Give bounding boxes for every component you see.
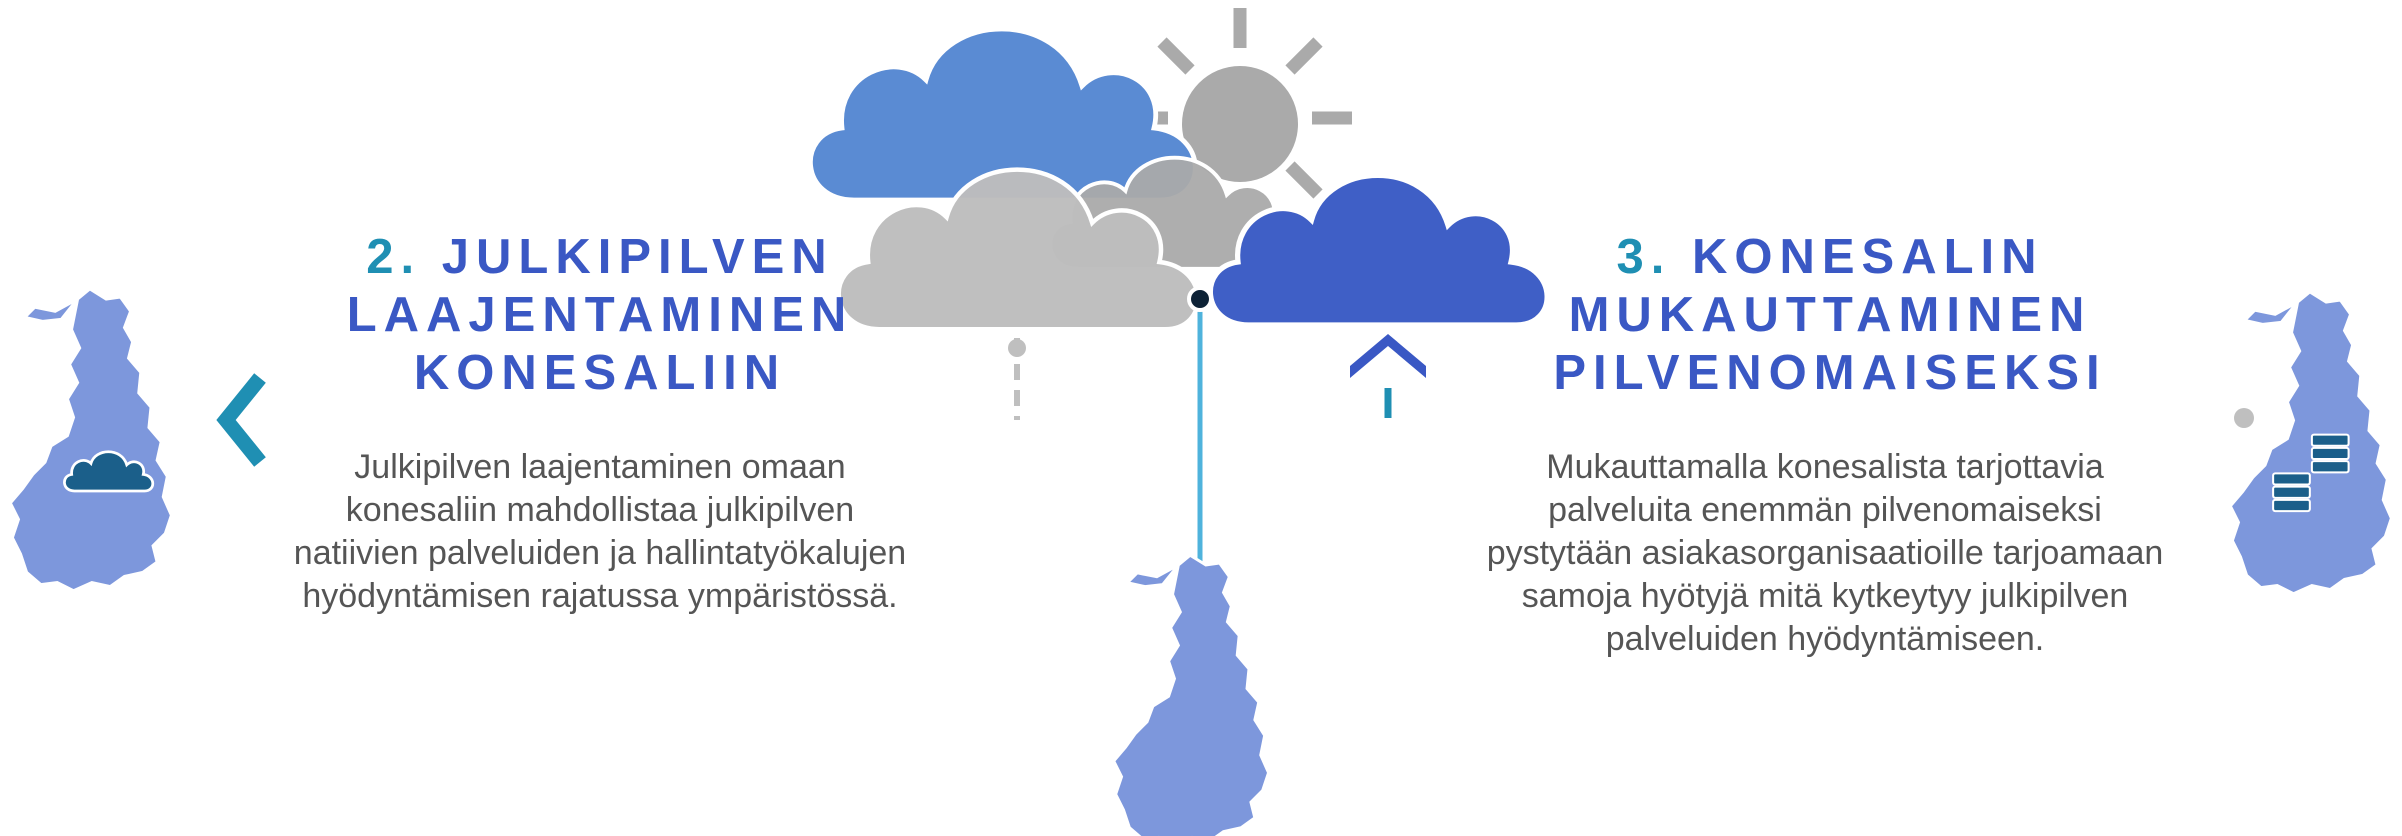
right-finland-map-icon — [2228, 290, 2393, 596]
right-heading-line-2: MUKAUTTAMINEN — [1568, 288, 2092, 342]
right-heading-line-1: KONESALIN — [1691, 230, 2044, 284]
right-description-line: pystytään asiakasorganisaatioille tarjoa… — [1486, 534, 2164, 572]
right-connector — [1350, 334, 2254, 428]
center-finland-map-icon — [1112, 553, 1271, 836]
left-heading-line-3: KONESALIIN — [413, 346, 787, 400]
left-heading: 2. JULKIPILVEN LAAJENTAMINEN KONESALIIN — [320, 228, 880, 402]
weather-cluster-icon — [810, 8, 1547, 329]
right-heading: 3. KONESALIN MUKAUTTAMINEN PILVENOMAISEK… — [1550, 228, 2110, 402]
left-description-line: natiivien palveluiden ja hallintatyökalu… — [293, 534, 907, 572]
left-description-line: Julkipilven laajentaminen omaan — [354, 448, 846, 486]
left-finland-map-icon — [8, 287, 173, 593]
left-connector — [216, 338, 1026, 467]
right-description-line: samoja hyötyjä mitä kytkeytyy julkipilve… — [1521, 577, 2129, 615]
right-description-line: palveluiden hyödyntämiseen. — [1605, 620, 2045, 658]
right-description-line: palveluita enemmän pilvenomaiseksi — [1548, 491, 2102, 529]
left-heading-number: 2. — [366, 230, 422, 284]
right-heading-number: 3. — [1616, 230, 1672, 284]
right-description: Mukauttamalla konesalista tarjottavia pa… — [1440, 446, 2210, 661]
left-arrow-icon — [216, 373, 266, 467]
up-chevron-icon — [1350, 334, 1426, 378]
left-description: Julkipilven laajentaminen omaan konesali… — [235, 446, 965, 618]
sun-icon — [1182, 66, 1298, 182]
left-description-line: hyödyntämisen rajatussa ympäristössä. — [302, 577, 898, 615]
left-description-line: konesaliin mahdollistaa julkipilven — [345, 491, 855, 529]
right-description-line: Mukauttamalla konesalista tarjottavia — [1546, 448, 2104, 486]
server-icon — [2272, 433, 2350, 513]
center-connector — [1187, 286, 1213, 605]
left-heading-line-1: JULKIPILVEN — [441, 230, 834, 284]
right-heading-line-3: PILVENOMAISEKSI — [1553, 346, 2107, 400]
left-heading-line-2: LAAJENTAMINEN — [346, 288, 854, 342]
